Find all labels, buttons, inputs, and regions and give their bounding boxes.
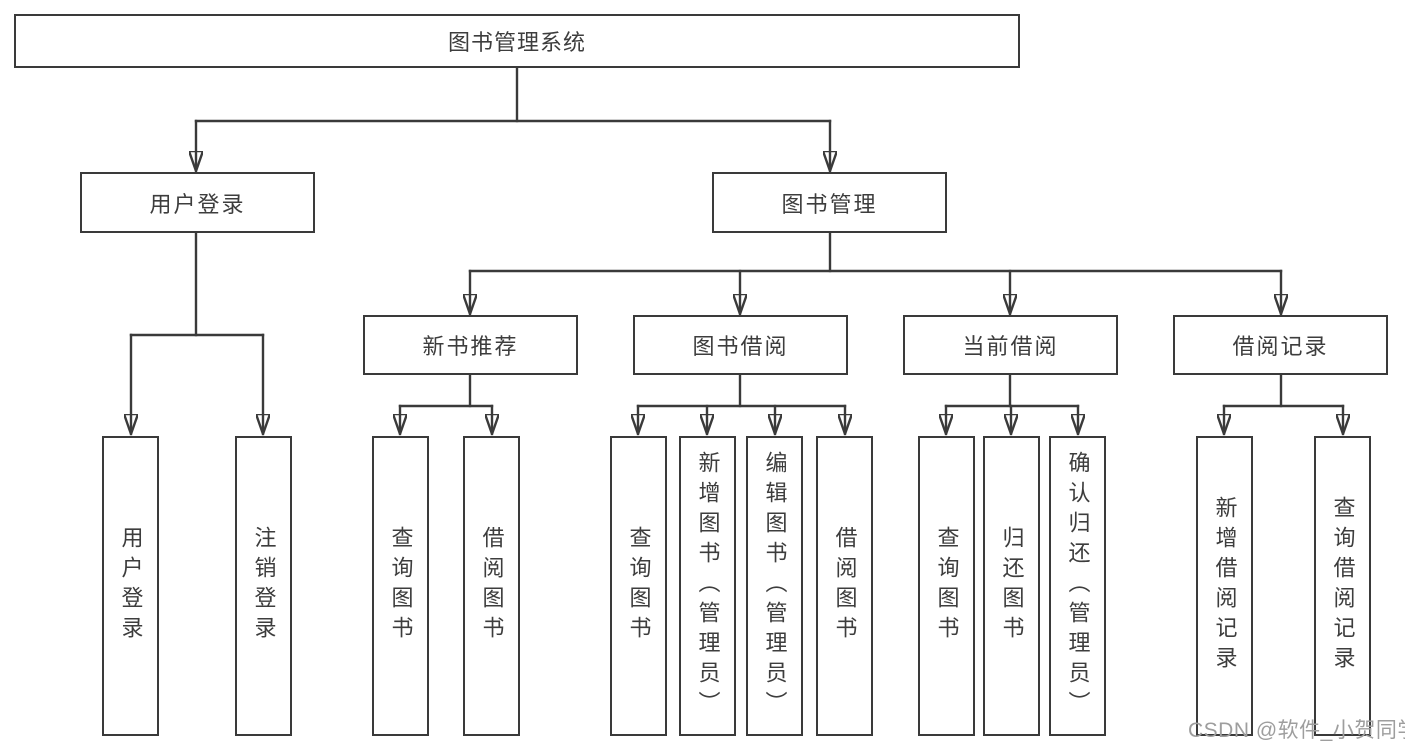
node-user-login: 用户登录: [80, 172, 315, 233]
leaf-query-borrow-record: 查询借阅记录: [1314, 436, 1371, 736]
leaf-borrow-books: 借阅图书: [816, 436, 873, 736]
node-borrowing-records: 借阅记录: [1173, 315, 1388, 375]
leaf-add-books-admin: 新增图书（管理员）: [679, 436, 736, 736]
csdn-watermark: CSDN @软件_小贺同学: [1188, 719, 1405, 742]
leaf-query-books-borrowing: 查询图书: [610, 436, 667, 736]
node-book-borrowing: 图书借阅: [633, 315, 848, 375]
leaf-user-login: 用户登录: [102, 436, 159, 736]
node-current-borrowing: 当前借阅: [903, 315, 1118, 375]
leaf-borrow-books-recommend: 借阅图书: [463, 436, 520, 736]
node-library-system: 图书管理系统: [14, 14, 1020, 68]
leaf-confirm-return-admin: 确认归还（管理员）: [1049, 436, 1106, 736]
node-book-management: 图书管理: [712, 172, 947, 233]
leaf-add-borrow-record: 新增借阅记录: [1196, 436, 1253, 736]
node-new-book-recommend: 新书推荐: [363, 315, 578, 375]
leaf-logout: 注销登录: [235, 436, 292, 736]
leaf-return-books: 归还图书: [983, 436, 1040, 736]
leaf-query-books-recommend: 查询图书: [372, 436, 429, 736]
leaf-edit-books-admin: 编辑图书（管理员）: [746, 436, 803, 736]
leaf-query-books-current: 查询图书: [918, 436, 975, 736]
